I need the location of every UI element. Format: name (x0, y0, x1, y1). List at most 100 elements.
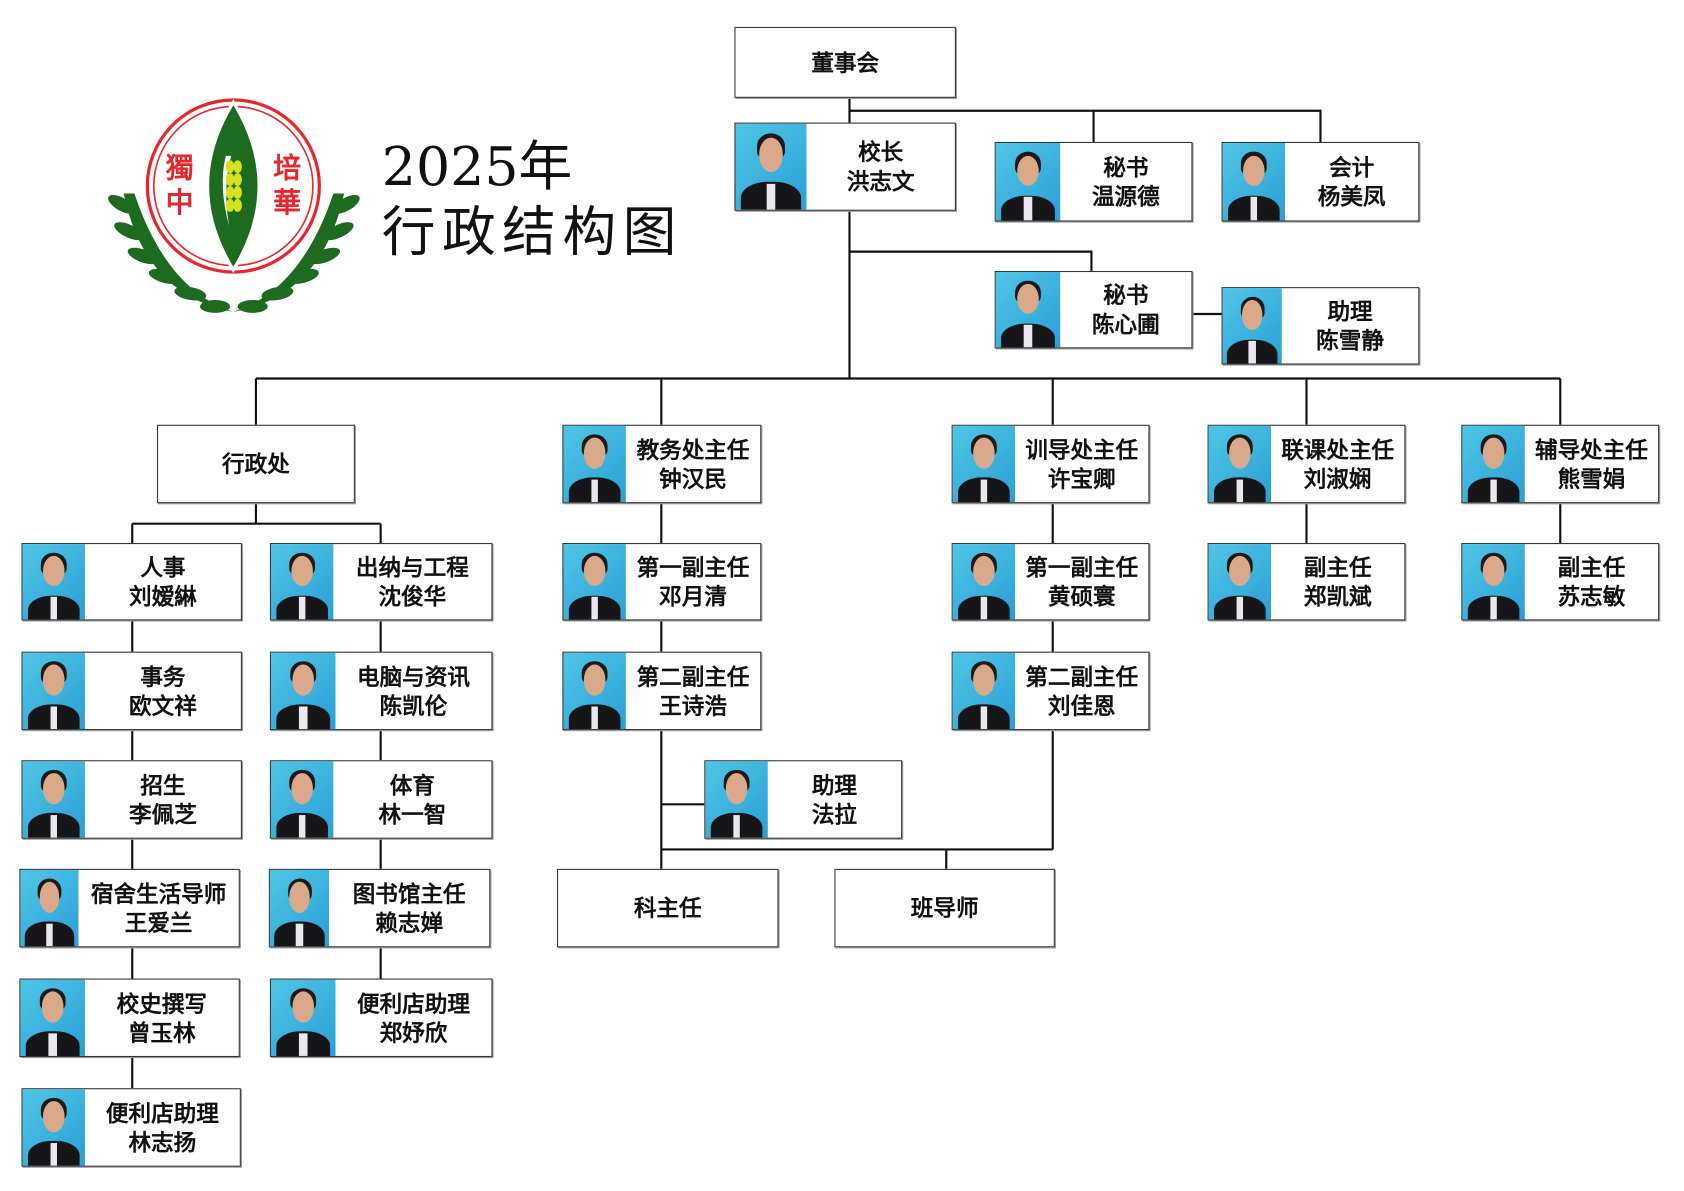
org-node-counseling-head: 辅导处主任熊雪娟 (1461, 424, 1660, 504)
node-role: 宿舍生活导师 (90, 880, 227, 908)
org-node-hr: 人事刘嫒綝 (21, 543, 242, 621)
node-role: 助理 (1327, 297, 1373, 325)
org-node-class-teachers: 班导师 (834, 868, 1055, 948)
person-photo (952, 425, 1016, 503)
node-person-name: 杨美凤 (1317, 182, 1386, 210)
org-node-discipline-dep1: 第一副主任黄硕寰 (951, 543, 1150, 621)
person-photo (270, 652, 336, 730)
org-node-counseling-dep: 副主任苏志敏 (1461, 543, 1660, 621)
person-photo (1222, 143, 1285, 221)
node-person-name: 李佩芝 (129, 800, 197, 828)
org-node-cashier: 出纳与工程沈俊华 (269, 543, 493, 621)
node-role: 人事 (140, 553, 186, 581)
logo-char: 華 (273, 186, 301, 219)
org-node-cocurricular-head: 联课处主任刘淑娴 (1207, 424, 1406, 504)
node-person-name: 陈凯伦 (379, 691, 448, 719)
node-person-name: 曾玉林 (127, 1018, 196, 1046)
org-node-sports: 体育林一智 (269, 760, 493, 839)
node-person-name: 沈俊华 (378, 582, 447, 610)
school-logo: 獨中 培華 (102, 91, 365, 328)
org-node-shop1: 便利店助理郑妤欣 (269, 978, 493, 1058)
person-photo (1462, 425, 1525, 503)
node-role: 事务 (140, 662, 186, 690)
logo-char: 中 (166, 186, 194, 219)
person-photo (1222, 288, 1282, 364)
person-photo (563, 425, 626, 503)
node-role: 科主任 (633, 894, 702, 922)
org-node-academic-head: 教务处主任钟汉民 (562, 424, 762, 504)
org-node-admission: 招生李佩芝 (21, 760, 242, 839)
node-role: 董事会 (811, 48, 880, 76)
org-node-accountant: 会计杨美凤 (1221, 141, 1420, 222)
node-role: 校史撰写 (116, 989, 207, 1017)
person-photo (705, 761, 768, 838)
node-person-name: 赖志婵 (375, 909, 444, 937)
node-role: 会计 (1329, 153, 1375, 181)
node-role: 图书馆主任 (352, 880, 466, 908)
node-role: 校长 (858, 138, 904, 166)
org-node-discipline-head: 训导处主任许宝卿 (951, 424, 1150, 504)
org-node-board: 董事会 (734, 26, 956, 98)
person-photo (270, 979, 336, 1056)
org-node-admin-office: 行政处 (156, 424, 355, 504)
node-role: 便利店助理 (356, 989, 470, 1017)
org-node-library: 图书馆主任赖志婵 (268, 868, 491, 948)
logo-char: 獨 (166, 151, 194, 184)
node-person-name: 王爱兰 (124, 909, 193, 937)
person-photo (22, 544, 85, 620)
node-role: 第二副主任 (636, 662, 750, 690)
node-role: 联课处主任 (1281, 436, 1395, 463)
person-photo (20, 869, 79, 947)
org-node-assistant1: 助理陈雪静 (1221, 287, 1420, 365)
org-node-secretary2: 秘书陈心圃 (994, 270, 1193, 349)
org-node-history: 校史撰写曾玉林 (19, 978, 240, 1058)
title-year: 2025年 (381, 135, 573, 198)
node-role: 体育 (389, 771, 435, 799)
person-photo (1462, 544, 1525, 620)
org-node-it: 电脑与资讯陈凯伦 (269, 651, 493, 731)
node-role: 电脑与资讯 (356, 662, 470, 690)
org-node-subject-heads: 科主任 (557, 868, 779, 948)
node-person-name: 刘佳恩 (1047, 691, 1116, 719)
node-person-name: 许宝卿 (1047, 465, 1116, 492)
person-photo (22, 652, 85, 730)
node-person-name: 苏志敏 (1557, 582, 1626, 610)
node-person-name: 陈心圃 (1091, 310, 1160, 338)
org-node-academic-dep1: 第一副主任邓月清 (562, 543, 762, 621)
org-node-academic-dep2: 第二副主任王诗浩 (562, 651, 762, 731)
node-role: 教务处主任 (636, 436, 750, 463)
node-person-name: 林志扬 (128, 1128, 197, 1156)
node-role: 辅导处主任 (1534, 436, 1648, 463)
node-person-name: 林一智 (378, 800, 447, 828)
org-node-discipline-dep2: 第二副主任刘佳恩 (951, 651, 1150, 731)
node-role: 班导师 (910, 894, 979, 922)
person-photo (269, 869, 330, 947)
person-photo (270, 544, 334, 620)
node-role: 第一副主任 (636, 553, 750, 581)
person-photo (1208, 544, 1272, 620)
person-photo (1208, 425, 1272, 503)
org-node-secretary1: 秘书温源德 (994, 141, 1193, 222)
node-role: 行政处 (222, 450, 290, 478)
node-person-name: 郑凯斌 (1303, 582, 1372, 610)
title-subtitle: 行政结构图 (381, 201, 683, 264)
person-photo (563, 652, 626, 730)
person-photo (270, 761, 334, 838)
node-person-name: 温源德 (1091, 182, 1160, 210)
org-node-hostel: 宿舍生活导师王爱兰 (19, 868, 240, 948)
node-person-name: 法拉 (811, 800, 858, 828)
person-photo (952, 652, 1016, 730)
node-role: 副主任 (1303, 553, 1372, 581)
node-person-name: 钟汉民 (659, 465, 727, 492)
node-person-name: 郑妤欣 (379, 1018, 448, 1046)
node-person-name: 刘嫒綝 (129, 582, 197, 610)
node-role: 第一副主任 (1025, 553, 1139, 581)
node-role: 助理 (811, 771, 858, 799)
node-role: 副主任 (1557, 553, 1626, 581)
node-role: 便利店助理 (105, 1099, 219, 1127)
node-person-name: 刘淑娴 (1303, 465, 1372, 492)
chart-title: 2025年 行政结构图 (382, 134, 683, 265)
node-role: 招生 (140, 771, 186, 799)
person-photo (735, 123, 807, 210)
org-node-principal: 校长洪志文 (734, 122, 956, 211)
